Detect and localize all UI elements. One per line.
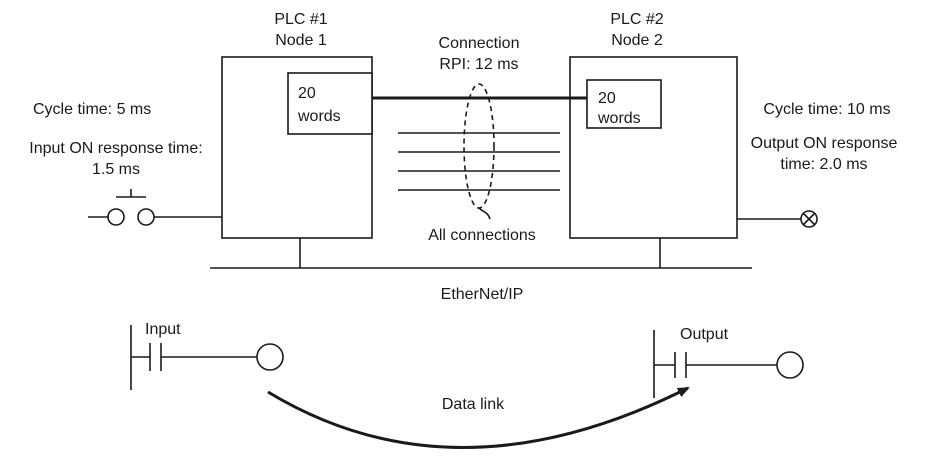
input-switch-icon (88, 189, 222, 226)
output-response-time-1: Output ON response (751, 135, 898, 152)
input-response-time-2: 1.5 ms (92, 161, 140, 178)
plc2-cycle-time: Cycle time: 10 ms (763, 101, 890, 118)
plc2-node: Node 2 (611, 32, 663, 49)
output-lamp-icon (737, 210, 818, 228)
connection-label-line1: Connection (439, 35, 520, 52)
plc2-word-area (586, 79, 662, 129)
output-response-time-2: time: 2.0 ms (780, 156, 867, 173)
plc1-node: Node 1 (275, 32, 327, 49)
data-link-label: Data link (442, 396, 505, 413)
plc1-words-unit: words (297, 108, 341, 125)
input-contact-label: Input (145, 321, 181, 338)
all-connections-label: All connections (428, 227, 536, 244)
plc2-words-unit: words (597, 110, 641, 127)
connection-label-line2: RPI: 12 ms (439, 56, 518, 73)
plc1-words-num: 20 (298, 85, 316, 102)
all-connections-pointer (478, 207, 491, 220)
plc1-title: PLC #1 (274, 11, 327, 28)
output-ladder-rung (653, 330, 804, 398)
data-link-arrow (267, 386, 690, 449)
network-label: EtherNet/IP (441, 286, 524, 303)
plc1-word-area (287, 72, 373, 135)
input-ladder-rung (130, 325, 284, 390)
plc2-words-num: 20 (598, 90, 616, 107)
input-response-time-1: Input ON response time: (29, 140, 202, 157)
plc1-cycle-time: Cycle time: 5 ms (33, 101, 151, 118)
plc2-title: PLC #2 (610, 11, 663, 28)
output-contact-label: Output (680, 326, 729, 343)
